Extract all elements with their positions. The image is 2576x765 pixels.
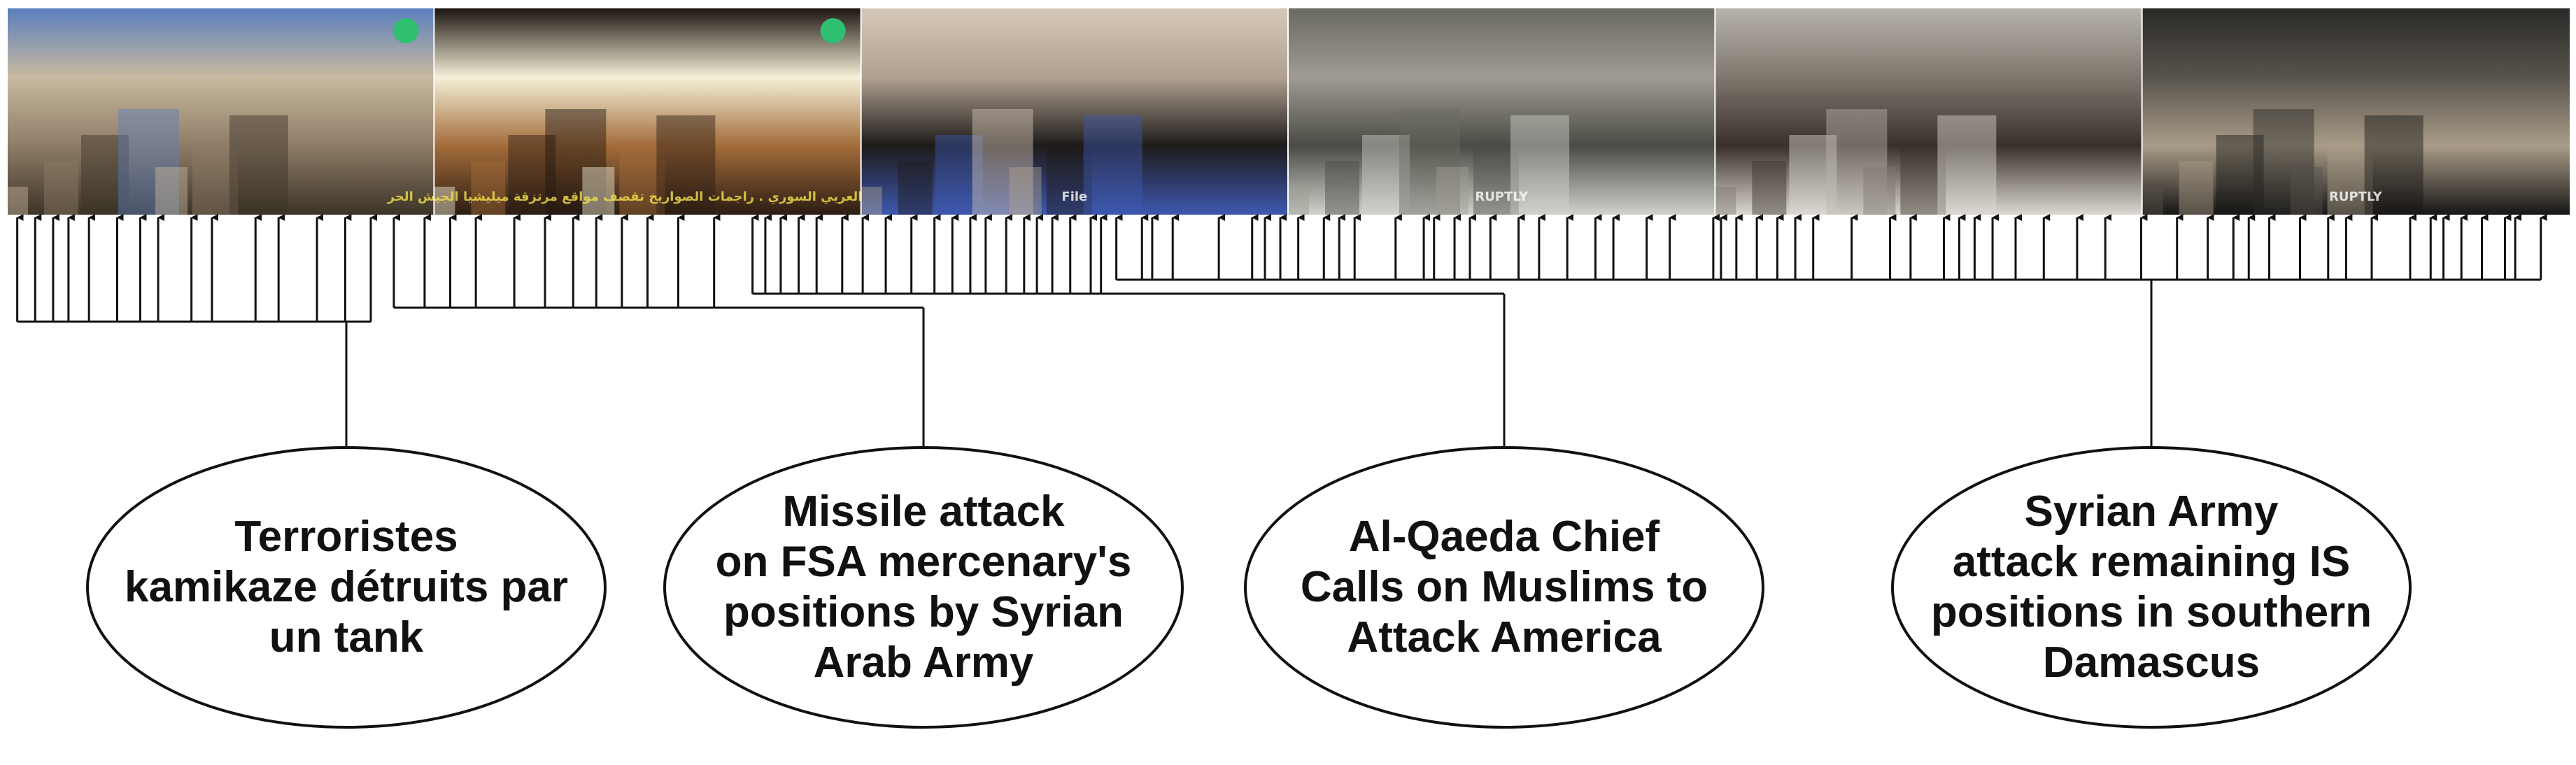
label-line: on FSA mercenary's (716, 538, 1132, 586)
label-line: kamikaze détruits par (125, 563, 568, 611)
label-line: un tank (269, 613, 424, 662)
label-ellipse (86, 446, 607, 729)
keyframe-thumbnail: الجيش العربي السوري . راجمات الصواريخ تق… (387, 8, 908, 215)
thumbnail-caption: File (1061, 190, 1087, 204)
channel-logo-icon (820, 18, 846, 43)
label-line: attack remaining IS (1953, 538, 2351, 586)
channel-logo-icon (393, 18, 419, 43)
label-line: Arab Army (814, 638, 1034, 687)
label-line: Calls on Muslims to (1301, 563, 1708, 611)
thumbnail-caption: الجيش العربي السوري . راجمات الصواريخ تق… (387, 190, 908, 204)
label-ellipse (1244, 446, 1764, 729)
label-line: Attack America (1347, 613, 1662, 662)
label-line: Terroristes (234, 513, 458, 561)
shot-group-connector (392, 214, 925, 448)
shot-connectors (16, 214, 2547, 448)
label-ellipse (663, 446, 1184, 729)
keyframe-filmstrip: الجيش العربي السوري . راجمات الصواريخ تق… (6, 8, 2570, 215)
label-line: positions by Syrian (723, 588, 1124, 636)
label-line: Syrian Army (2025, 487, 2279, 536)
thumbnail-caption: RUPTLY (1475, 190, 1529, 204)
keyframe-thumbnail (1714, 8, 2143, 215)
keyframe-thumbnail (6, 8, 435, 215)
shot-group-connector (751, 214, 1506, 448)
shot-group-connector (16, 214, 378, 448)
keyframe-thumbnail: RUPTLY (1287, 8, 1716, 215)
label-line: Damascus (2043, 638, 2260, 687)
label-ellipse (1891, 446, 2412, 729)
label-line: positions in southern (1931, 588, 2372, 636)
shot-group-connector (1115, 214, 2547, 448)
keyframe-thumbnail: File (860, 8, 1289, 215)
label-line: Al-Qaeda Chief (1349, 513, 1660, 561)
keyframe-thumbnail: RUPTLY (2141, 8, 2570, 215)
thumbnail-caption: RUPTLY (2329, 190, 2383, 204)
label-line: Missile attack (782, 487, 1065, 536)
